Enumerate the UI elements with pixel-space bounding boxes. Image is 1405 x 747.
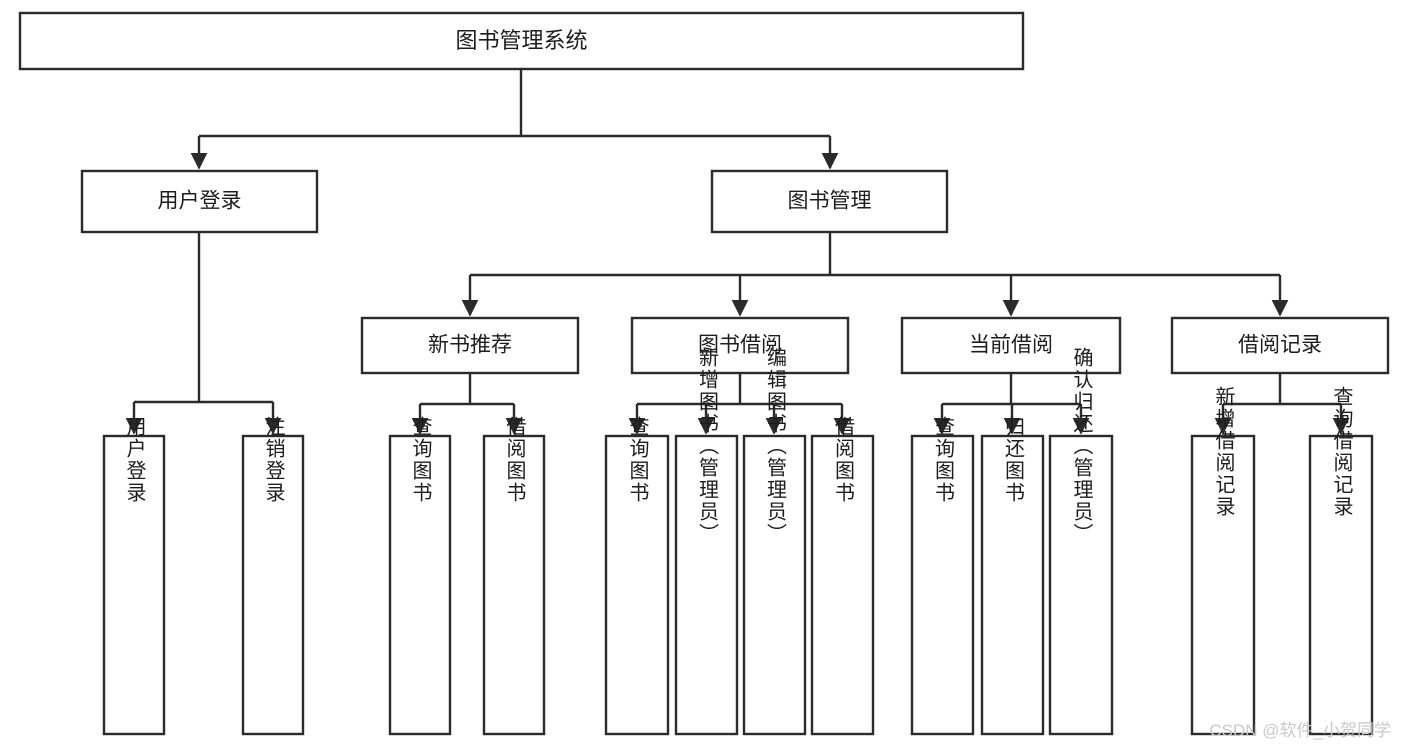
node-leaf-query-book-rec-box[interactable]	[388, 434, 452, 736]
node-leaf-query-book-current[interactable]: 查询图书	[910, 416, 975, 736]
node-leaf-edit-book-admin-label: 编辑图书（管理员）	[764, 347, 787, 545]
node-leaf-query-borrow-record-box[interactable]	[1308, 434, 1374, 736]
node-current-borrow[interactable]: 当前借阅	[900, 316, 1122, 375]
node-leaf-confirm-return-admin-box[interactable]	[1048, 434, 1114, 736]
node-current-borrow-label: 当前借阅	[969, 334, 1053, 357]
node-user-login-box[interactable]	[80, 169, 319, 234]
node-book-manage-box[interactable]	[710, 169, 949, 234]
node-leaf-borrow-book[interactable]: 借阅图书	[810, 416, 875, 736]
node-book-borrow-box[interactable]	[630, 316, 850, 375]
node-new-book-rec[interactable]: 新书推荐	[360, 316, 580, 375]
node-leaf-query-book-current-box[interactable]	[910, 434, 975, 736]
node-book-manage[interactable]: 图书管理	[710, 169, 949, 234]
node-book-borrow[interactable]: 图书借阅	[630, 316, 850, 375]
node-leaf-query-book-borrow[interactable]: 查询图书	[604, 416, 670, 736]
node-leaf-borrow-book-box[interactable]	[810, 434, 875, 736]
node-leaf-borrow-book-rec[interactable]: 借阅图书	[482, 416, 546, 736]
node-leaf-add-borrow-record[interactable]: 新增借阅记录	[1190, 386, 1256, 736]
csdn-watermark: CSDN @软件_小贺同学	[1209, 721, 1391, 740]
node-root-label: 图书管理系统	[455, 28, 587, 53]
node-leaf-add-book-admin-box[interactable]	[674, 434, 739, 736]
node-leaf-add-borrow-record-box[interactable]	[1190, 434, 1256, 736]
node-root[interactable]: 图书管理系统	[18, 11, 1025, 71]
node-leaf-query-book-current-label: 查询图书	[932, 416, 955, 504]
node-leaf-query-book-rec[interactable]: 查询图书	[388, 416, 452, 736]
node-leaf-user-logout[interactable]: 注销登录	[241, 416, 305, 736]
node-leaf-edit-book-admin[interactable]: 编辑图书（管理员）	[742, 347, 807, 736]
node-book-borrow-label: 图书借阅	[698, 334, 782, 357]
node-leaf-add-borrow-record-label: 新增借阅记录	[1212, 386, 1235, 518]
node-borrow-record[interactable]: 借阅记录	[1170, 316, 1390, 375]
node-leaf-edit-book-admin-box[interactable]	[742, 434, 807, 736]
node-book-manage-label: 图书管理	[788, 190, 872, 213]
node-new-book-rec-box[interactable]	[360, 316, 580, 375]
node-leaf-query-book-borrow-label: 查询图书	[626, 416, 649, 504]
node-leaf-borrow-book-label: 借阅图书	[832, 416, 855, 504]
node-user-login-label: 用户登录	[158, 190, 242, 213]
node-leaf-borrow-book-rec-label: 借阅图书	[503, 416, 526, 504]
node-leaf-confirm-return-admin-label: 确认归还（管理员）	[1070, 347, 1093, 545]
node-leaf-query-borrow-record[interactable]: 查询借阅记录	[1308, 386, 1374, 736]
node-current-borrow-box[interactable]	[900, 316, 1122, 375]
connector-group	[125, 69, 1350, 435]
node-leaf-query-borrow-record-label: 查询借阅记录	[1330, 386, 1353, 518]
node-leaf-confirm-return-admin[interactable]: 确认归还（管理员）	[1048, 347, 1114, 736]
node-leaf-return-book-label: 归还图书	[1002, 416, 1025, 504]
node-leaf-user-login[interactable]: 用户登录	[102, 416, 166, 736]
node-leaf-query-book-borrow-box[interactable]	[604, 434, 670, 736]
node-leaf-query-book-rec-label: 查询图书	[409, 416, 432, 504]
node-leaf-add-book-admin-label: 新增图书（管理员）	[696, 347, 719, 545]
node-root-box[interactable]	[18, 11, 1025, 71]
node-leaf-borrow-book-rec-box[interactable]	[482, 434, 546, 736]
node-leaf-return-book-box[interactable]	[980, 434, 1045, 736]
node-leaf-user-login-box[interactable]	[102, 434, 166, 736]
node-borrow-record-label: 借阅记录	[1238, 334, 1322, 357]
node-new-book-rec-label: 新书推荐	[428, 334, 512, 357]
node-leaf-user-logout-box[interactable]	[241, 434, 305, 736]
node-leaf-return-book[interactable]: 归还图书	[980, 416, 1045, 736]
node-user-login[interactable]: 用户登录	[80, 169, 319, 234]
node-borrow-record-box[interactable]	[1170, 316, 1390, 375]
node-leaf-add-book-admin[interactable]: 新增图书（管理员）	[674, 347, 739, 736]
node-leaf-user-login-label: 用户登录	[123, 416, 146, 504]
node-leaf-user-logout-label: 注销登录	[262, 416, 285, 504]
